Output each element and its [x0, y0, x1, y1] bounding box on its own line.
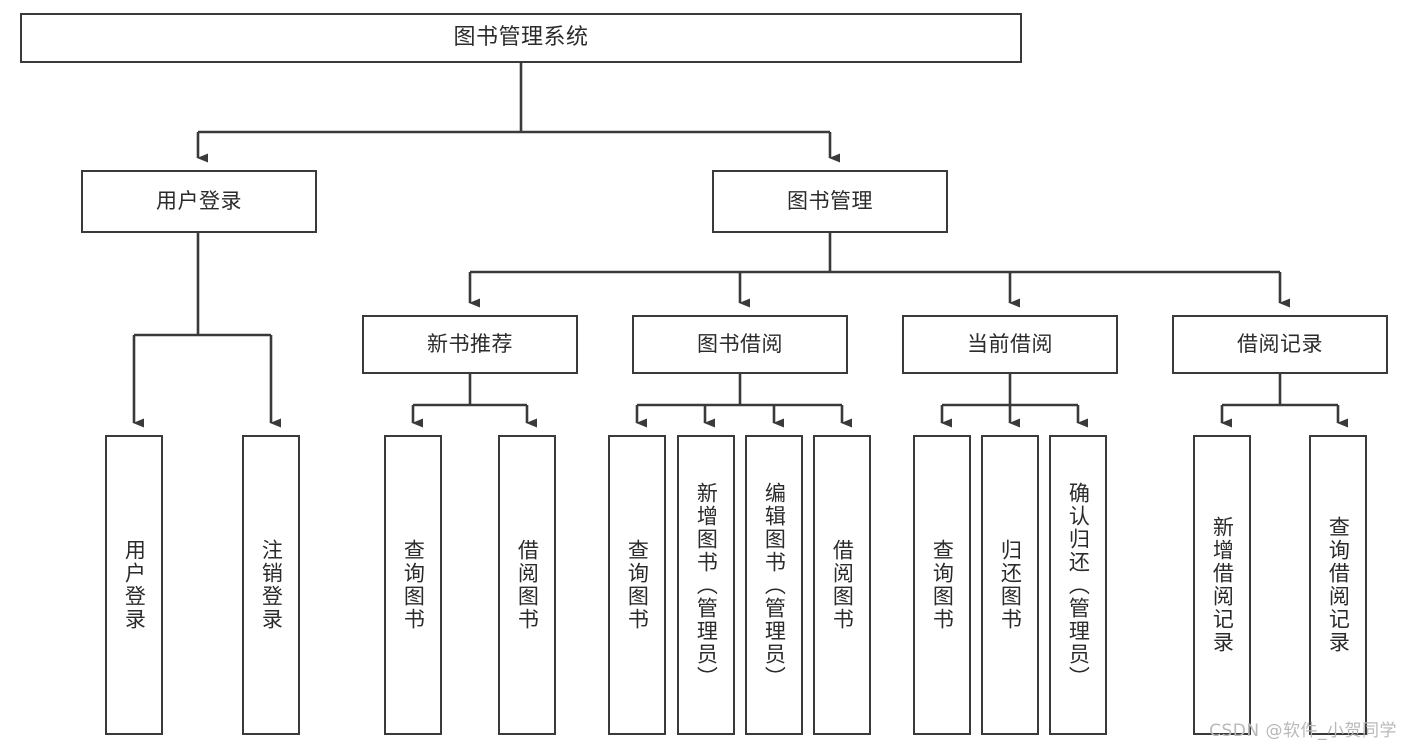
leaf-logout[interactable]: 注销登录 [242, 435, 300, 735]
node-new-book-rec[interactable]: 新书推荐 [362, 315, 578, 374]
leaf-user-login[interactable]: 用户登录 [105, 435, 163, 735]
node-book-borrow-label: 图书借阅 [697, 332, 783, 357]
node-user-login[interactable]: 用户登录 [81, 170, 317, 233]
leaf-edit-book[interactable]: 编辑图书（管理员） [745, 435, 803, 735]
leaf-query-book-2[interactable]: 查询图书 [608, 435, 666, 735]
leaf-borrow-book-2[interactable]: 借阅图书 [813, 435, 871, 735]
node-book-manage[interactable]: 图书管理 [712, 170, 948, 233]
leaf-logout-label: 注销登录 [259, 539, 284, 631]
leaf-add-record-label: 新增借阅记录 [1210, 516, 1235, 654]
leaf-return-book[interactable]: 归还图书 [981, 435, 1039, 735]
watermark: CSDN @软件_小贺同学 [1209, 721, 1397, 741]
node-current-borrow-label: 当前借阅 [967, 332, 1053, 357]
leaf-add-book[interactable]: 新增图书（管理员） [677, 435, 735, 735]
leaf-query-book-1[interactable]: 查询图书 [384, 435, 442, 735]
node-root[interactable]: 图书管理系统 [20, 13, 1022, 63]
node-user-login-label: 用户登录 [156, 189, 242, 214]
leaf-add-record[interactable]: 新增借阅记录 [1193, 435, 1251, 735]
leaf-add-book-label: 新增图书（管理员） [694, 481, 719, 689]
node-book-borrow[interactable]: 图书借阅 [632, 315, 848, 374]
leaf-borrow-book-1-label: 借阅图书 [515, 539, 540, 631]
node-borrow-record-label: 借阅记录 [1237, 332, 1323, 357]
leaf-edit-book-label: 编辑图书（管理员） [762, 481, 787, 689]
leaf-confirm-return[interactable]: 确认归还（管理员） [1049, 435, 1107, 735]
leaf-borrow-book-1[interactable]: 借阅图书 [498, 435, 556, 735]
leaf-borrow-book-2-label: 借阅图书 [830, 539, 855, 631]
leaf-return-book-label: 归还图书 [998, 539, 1023, 631]
leaf-query-book-2-label: 查询图书 [625, 539, 650, 631]
leaf-query-book-3[interactable]: 查询图书 [913, 435, 971, 735]
node-book-manage-label: 图书管理 [787, 189, 873, 214]
leaf-query-record[interactable]: 查询借阅记录 [1309, 435, 1367, 735]
leaf-query-record-label: 查询借阅记录 [1326, 516, 1351, 654]
leaf-user-login-label: 用户登录 [122, 539, 147, 631]
node-root-label: 图书管理系统 [453, 25, 589, 51]
leaf-confirm-return-label: 确认归还（管理员） [1066, 481, 1091, 689]
leaf-query-book-1-label: 查询图书 [401, 539, 426, 631]
node-current-borrow[interactable]: 当前借阅 [902, 315, 1118, 374]
node-new-book-rec-label: 新书推荐 [427, 332, 513, 357]
node-borrow-record[interactable]: 借阅记录 [1172, 315, 1388, 374]
leaf-query-book-3-label: 查询图书 [930, 539, 955, 631]
